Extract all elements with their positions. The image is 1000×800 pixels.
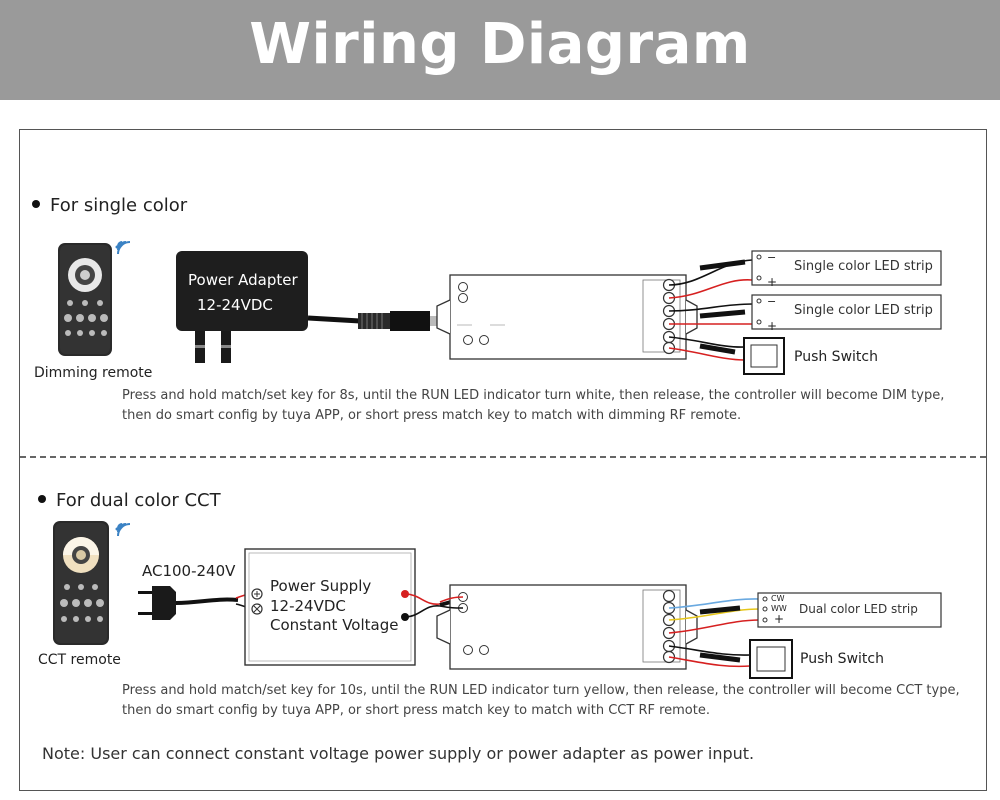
push-switch-1-label: Push Switch (794, 349, 878, 365)
footer-note: Note: User can connect constant voltage … (42, 744, 755, 763)
wire-bundle-cct (699, 605, 741, 663)
wireless-signal-icon (115, 523, 131, 537)
svg-text:+: + (767, 275, 777, 289)
controller-single (436, 274, 698, 360)
header-banner: Wiring Diagram (0, 0, 1000, 100)
wires-cct (668, 598, 761, 668)
svg-text:−: − (767, 251, 776, 264)
wire-bundle-single (699, 259, 746, 355)
single-heading: For single color (32, 195, 187, 216)
push-switch-2-label: Push Switch (800, 651, 884, 667)
psu-label-2: 12-24VDC (270, 597, 346, 615)
dimming-remote-icon (58, 243, 112, 356)
bullet-icon (38, 495, 46, 503)
svg-text:+: + (774, 612, 784, 626)
ac-voltage-label: AC100-240V (142, 562, 236, 580)
led-strip-cct: + (757, 592, 942, 628)
strip-cw-label: CW (771, 594, 785, 603)
cct-strip-label: Dual color LED strip (799, 602, 918, 616)
psu-label-3: Constant Voltage (270, 616, 399, 634)
svg-text:−: − (767, 295, 776, 308)
diagram-frame (19, 129, 987, 791)
adapter-label-2: 12-24VDC (197, 296, 273, 314)
page-title: Wiring Diagram (249, 12, 751, 77)
cct-remote-label: CCT remote (38, 652, 121, 668)
bullet-icon (32, 200, 40, 208)
psu-label-1: Power Supply (270, 577, 372, 595)
strip-2-label: Single color LED strip (794, 303, 933, 318)
power-adapter-icon (176, 251, 438, 363)
strip-1-label: Single color LED strip (794, 259, 933, 274)
single-heading-text: For single color (50, 195, 188, 216)
cct-note-line-2: then do smart config by tuya APP, or sho… (122, 703, 710, 718)
cct-heading: For dual color CCT (38, 490, 221, 511)
led-strip-2: − + (751, 294, 942, 333)
svg-text:+: + (767, 319, 777, 333)
led-strip-1: − + (751, 250, 942, 289)
wireless-signal-icon (115, 241, 131, 255)
single-note-line-2: then do smart config by tuya APP, or sho… (122, 408, 742, 423)
push-switch-2-icon (749, 639, 793, 679)
adapter-label-1: Power Adapter (188, 271, 298, 289)
power-supply-icon (244, 548, 416, 666)
dimming-remote-label: Dimming remote (34, 365, 153, 381)
cct-heading-text: For dual color CCT (56, 490, 221, 511)
ac-plug-icon (138, 586, 239, 620)
push-switch-1-icon (743, 337, 785, 375)
controller-input-wires (439, 596, 464, 609)
cct-note-line-1: Press and hold match/set key for 10s, un… (122, 683, 960, 698)
single-note-line-1: Press and hold match/set key for 8s, unt… (122, 388, 945, 403)
controller-cct (436, 584, 698, 670)
strip-ww-label: WW (771, 604, 787, 613)
section-divider (20, 456, 986, 458)
cct-remote-icon (53, 521, 109, 645)
